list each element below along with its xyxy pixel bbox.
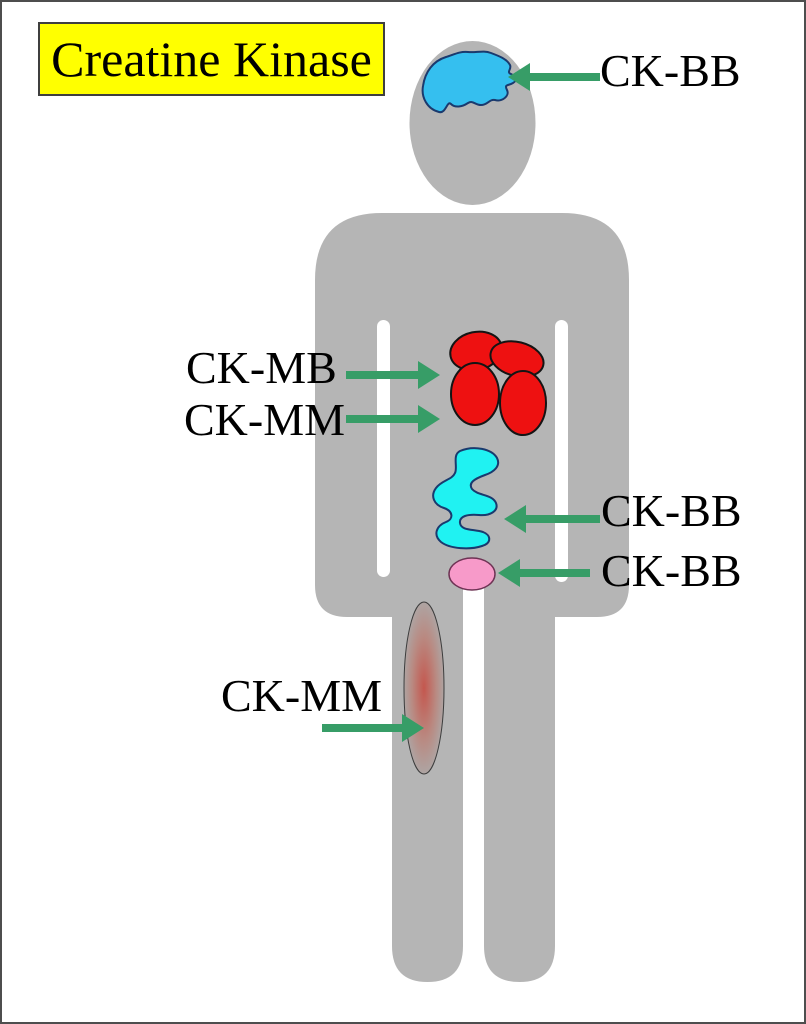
intestine-shape bbox=[432, 447, 500, 550]
label-ck-mm-heart: CK-MM bbox=[184, 394, 346, 445]
arrowhead-right-icon bbox=[418, 361, 440, 389]
label-ck-bb-bladder: CK-BB bbox=[601, 545, 742, 596]
arrow-ck-bb-bladder bbox=[498, 559, 590, 587]
arrow-ck-mb-heart bbox=[346, 361, 440, 389]
heart-lobe-bottom-right bbox=[499, 370, 547, 436]
arrowhead-right-icon bbox=[418, 405, 440, 433]
label-ck-bb-intestine: CK-BB bbox=[601, 485, 742, 536]
right-arm-separator bbox=[555, 320, 568, 582]
arrow-ck-bb-intestine bbox=[504, 505, 600, 533]
arrowhead-right-icon bbox=[402, 714, 424, 742]
left-arm-separator bbox=[377, 320, 390, 577]
heart-shape bbox=[449, 330, 547, 436]
arrow-ck-mm-heart bbox=[346, 405, 440, 433]
arrow-ck-bb-brain bbox=[508, 63, 600, 91]
label-ck-mm-muscle: CK-MM bbox=[221, 670, 383, 721]
thigh-muscle-shape bbox=[403, 601, 445, 775]
label-ck-bb-brain: CK-BB bbox=[600, 45, 741, 96]
arrow-ck-mm-thigh bbox=[322, 714, 424, 742]
arrowhead-left-icon bbox=[508, 63, 530, 91]
leg-separator bbox=[463, 565, 484, 995]
right-leg-shape bbox=[484, 502, 555, 982]
arrowhead-left-icon bbox=[504, 505, 526, 533]
page-title: Creatine Kinase bbox=[51, 31, 372, 87]
label-ck-mb-heart: CK-MB bbox=[186, 342, 337, 393]
title-box: Creatine Kinase bbox=[38, 22, 385, 96]
heart-lobe-bottom-left bbox=[450, 362, 500, 426]
bladder-shape bbox=[448, 557, 496, 591]
arrowhead-left-icon bbox=[498, 559, 520, 587]
